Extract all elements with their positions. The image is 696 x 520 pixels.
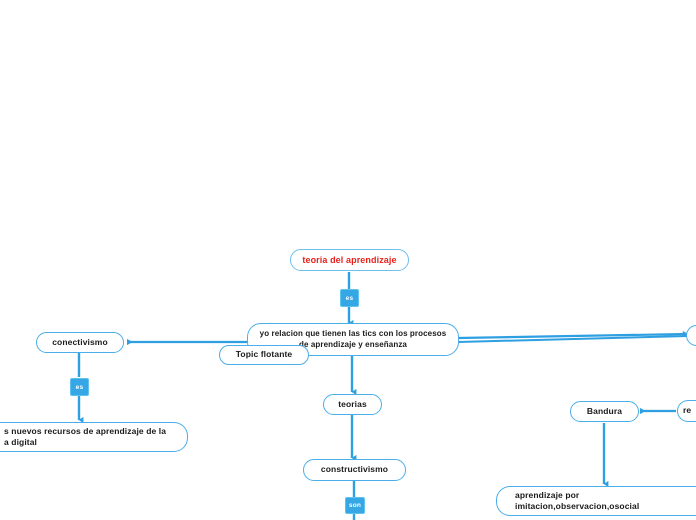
badge-es-conectivismo-to-recursos[interactable]: es <box>70 378 89 396</box>
node-refuerzo-label: re <box>683 405 692 416</box>
node-root-label: teoria del aprendizaje <box>302 254 397 265</box>
node-bandura[interactable]: Bandura <box>570 401 639 422</box>
node-bandura-label: Bandura <box>586 405 623 416</box>
node-constructivismo-label: constructivismo <box>320 464 389 475</box>
badge-es-root-label: es <box>345 294 354 302</box>
node-conectivismo-label: conectivismo <box>52 336 108 347</box>
node-nuevos-recursos-aprendizaje[interactable]: s nuevos recursos de aprendizaje de la a… <box>0 422 188 452</box>
badge-es-root-to-central[interactable]: es <box>340 289 359 307</box>
node-aprendizaje-por-imitacion[interactable]: aprendizaje por imitacion,observacion,os… <box>496 486 696 516</box>
node-right-clipped-top[interactable] <box>686 325 696 346</box>
node-topic-flotante[interactable]: Topic flotante <box>219 345 309 365</box>
link-central-to-right-node <box>457 330 689 343</box>
node-teorias[interactable]: teorias <box>323 394 382 415</box>
node-constructivismo[interactable]: constructivismo <box>303 459 406 481</box>
node-conectivismo[interactable]: conectivismo <box>36 332 124 353</box>
node-teorias-label: teorias <box>338 398 367 409</box>
badge-es-conectivismo-label: es <box>75 383 84 391</box>
node-aprendizaje-por-label: aprendizaje por imitacion,observacion,os… <box>515 489 640 511</box>
badge-son-label: son <box>348 502 362 509</box>
node-topic-flotante-label: Topic flotante <box>235 349 293 360</box>
node-root-teoria-del-aprendizaje[interactable]: teoria del aprendizaje <box>290 249 409 271</box>
node-refuerzo-clipped[interactable]: re <box>677 400 696 422</box>
node-nuevos-recursos-label: s nuevos recursos de aprendizaje de la a… <box>4 425 167 447</box>
node-central-label: yo relacion que tienen las tics con los … <box>259 328 447 349</box>
badge-son-constructivismo[interactable]: son <box>345 497 365 514</box>
